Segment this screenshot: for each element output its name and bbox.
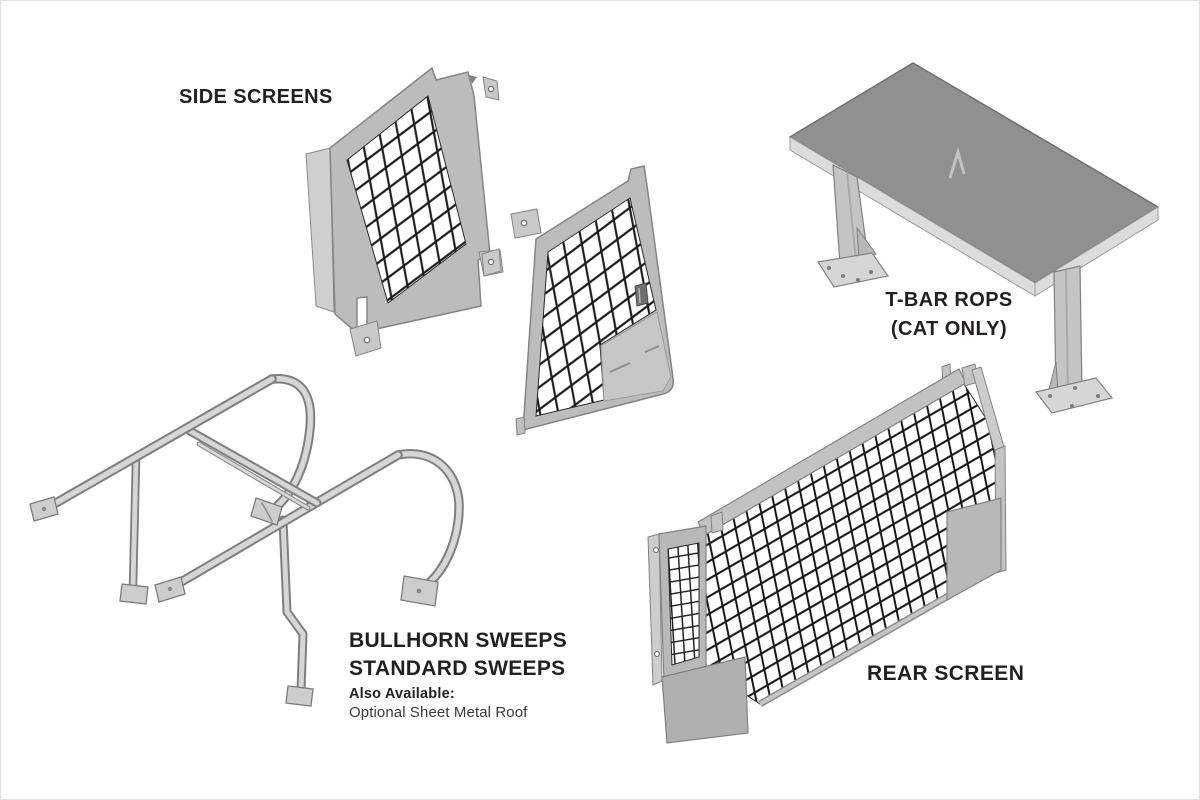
side-screen-right-tab xyxy=(510,208,542,239)
rear-screen-illustration xyxy=(647,363,1007,744)
side-screen-right-latch xyxy=(634,282,649,307)
t-bar-rops-label: T-BAR ROPS (CAT ONLY) xyxy=(856,286,1042,344)
sweeps-mount-plates xyxy=(29,496,439,707)
rear-screen-label: REAR SCREEN xyxy=(867,662,1025,685)
side-screen-left-illustration xyxy=(305,66,504,357)
t-bar-rops-label-line1: T-BAR ROPS xyxy=(885,289,1013,311)
side-screen-left-mesh xyxy=(346,95,467,304)
rear-screen-right-end xyxy=(946,363,1007,602)
sweeps-note-heading: Also Available: xyxy=(349,686,455,702)
side-screen-left-flange xyxy=(305,147,335,313)
side-screen-left-slot xyxy=(469,75,477,84)
side-screen-right-illustration xyxy=(481,165,675,436)
side-screen-right-bracket xyxy=(481,248,502,277)
rear-screen-left-end xyxy=(647,525,749,744)
rops-left-leg xyxy=(817,163,890,288)
t-bar-rops-illustration xyxy=(788,62,1160,414)
sweeps-note-text: Optional Sheet Metal Roof xyxy=(349,704,528,721)
sweeps-label-line2: STANDARD SWEEPS xyxy=(349,657,566,680)
t-bar-rops-label-line2: (CAT ONLY) xyxy=(890,318,1008,340)
rops-right-leg xyxy=(1034,265,1114,414)
side-screens-label: SIDE SCREENS xyxy=(179,86,333,108)
sweeps-label-block: BULLHORN SWEEPS STANDARD SWEEPS Also Ava… xyxy=(349,627,567,722)
rops-lift-hook xyxy=(948,146,966,179)
sweeps-label-line1: BULLHORN SWEEPS xyxy=(349,629,568,652)
rear-screen-top-left-tab xyxy=(710,511,724,534)
bullhorn-sweeps-illustration xyxy=(29,374,464,707)
side-screen-right-step xyxy=(515,416,526,436)
side-screen-right-sheet-panel xyxy=(600,311,672,402)
side-screen-right-mesh xyxy=(535,197,657,417)
